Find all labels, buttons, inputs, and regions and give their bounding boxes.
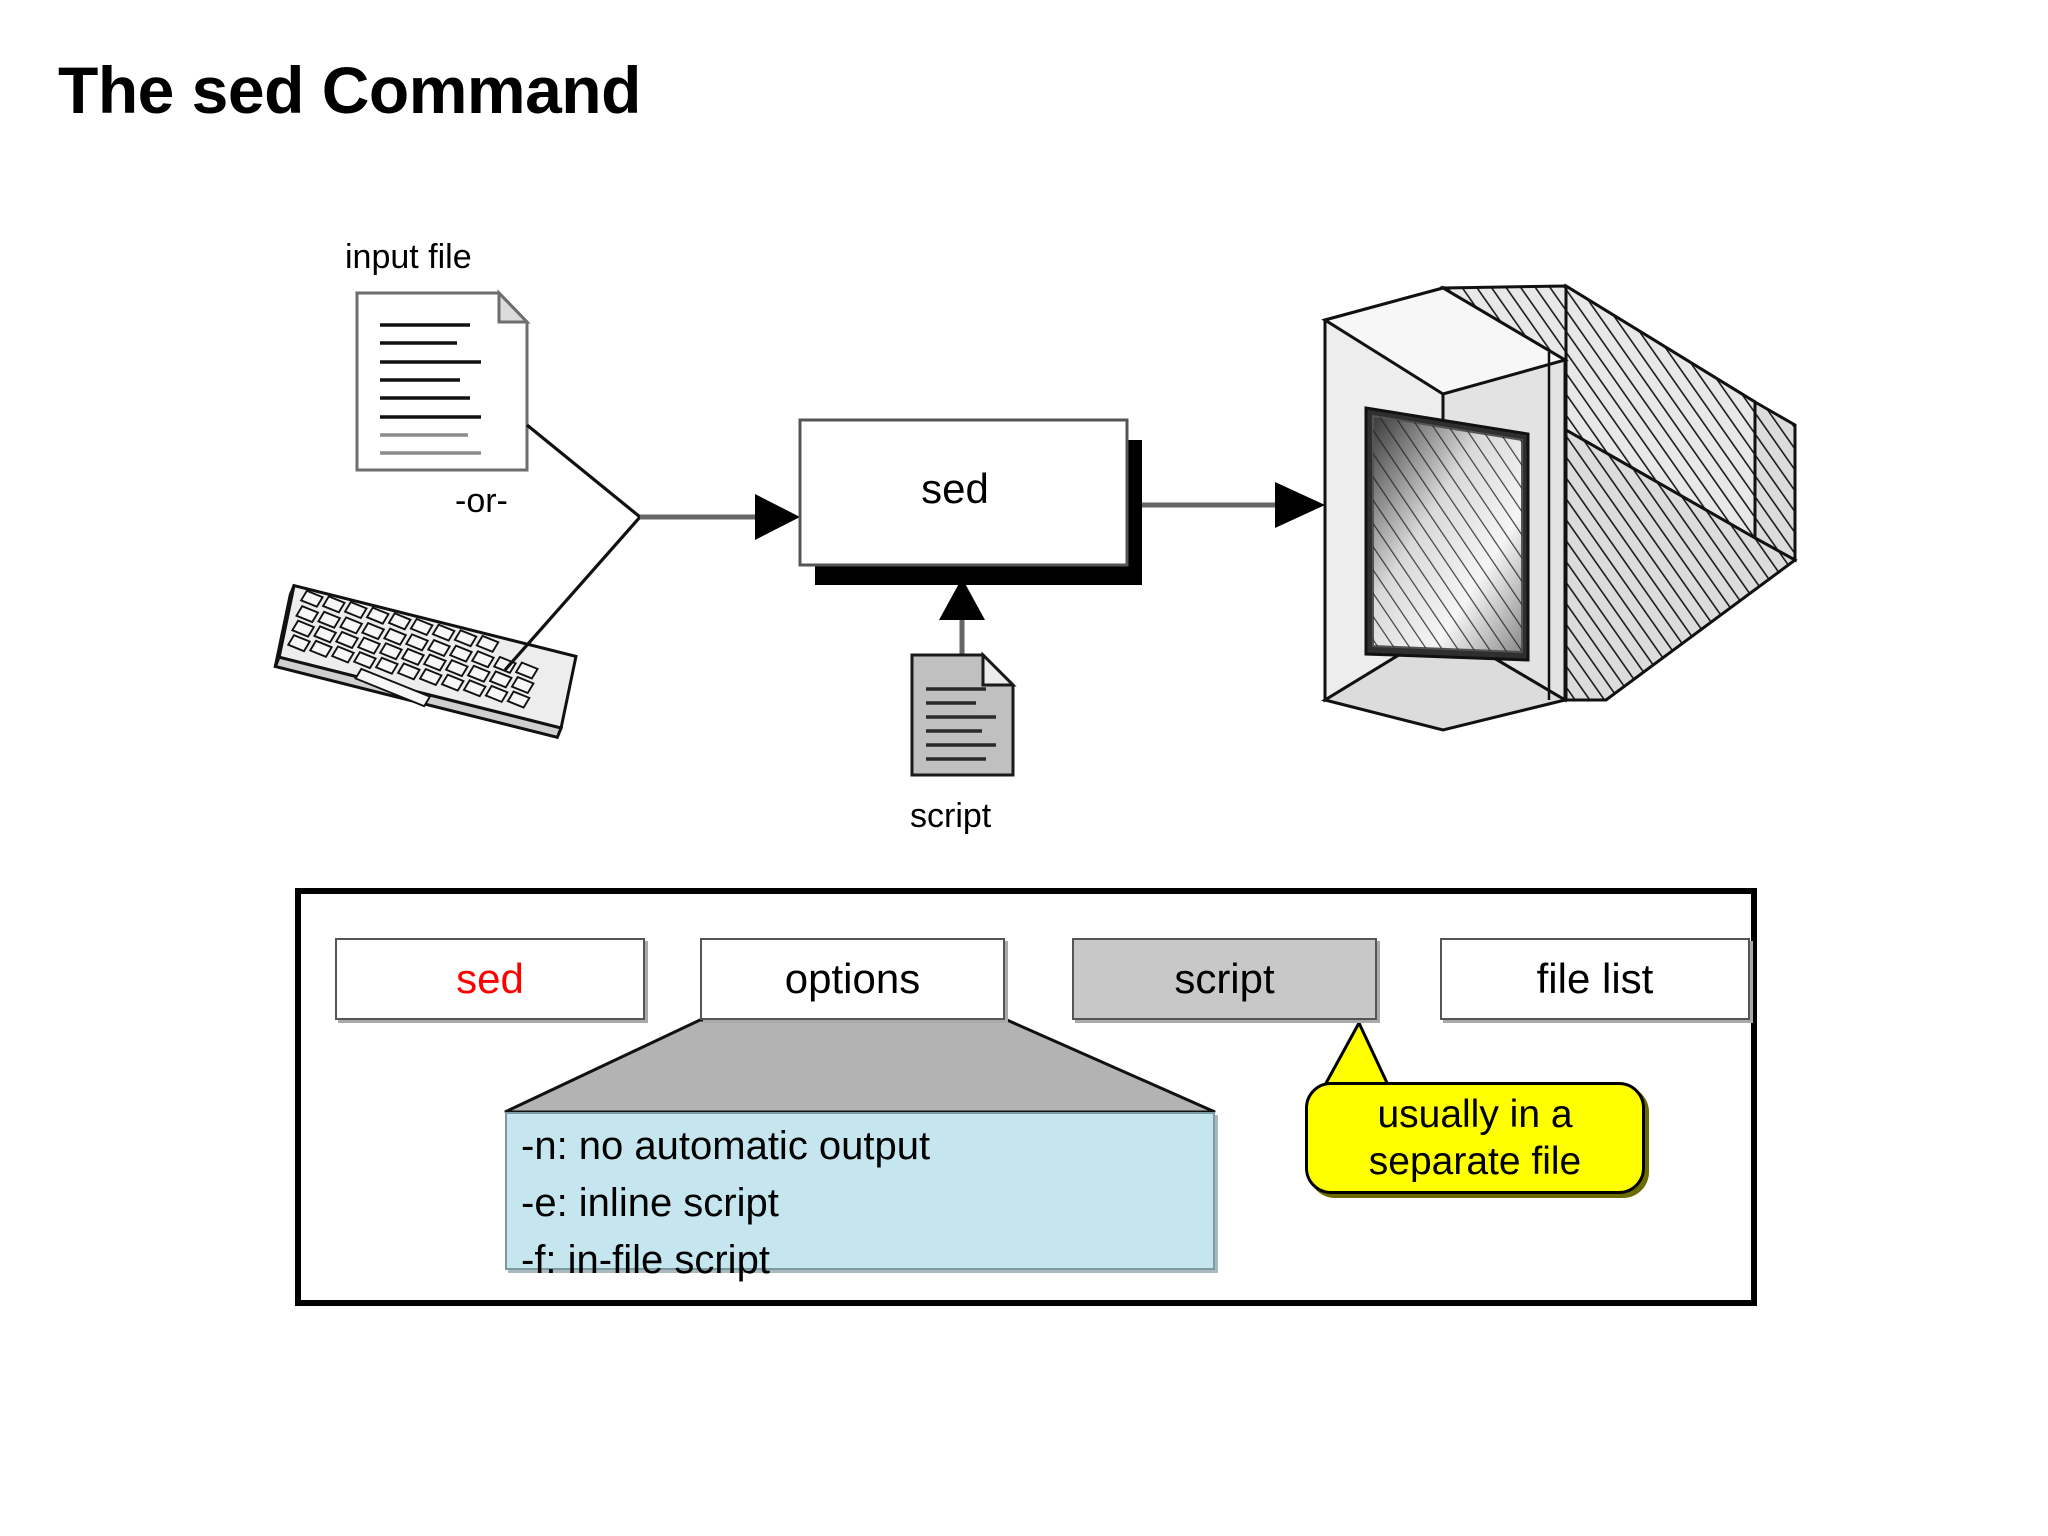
- option-line-e: -e: inline script: [521, 1181, 779, 1225]
- syntax-box-options-label: options: [784, 955, 921, 1002]
- script-file-icon: [910, 651, 1017, 777]
- input-file-icon: [355, 289, 531, 472]
- option-line-f: -f: in-file script: [521, 1238, 770, 1282]
- page-title: The sed Command: [58, 53, 641, 127]
- syntax-box-sed-label: sed: [456, 955, 524, 1002]
- syntax-box-script-label: script: [1174, 955, 1275, 1002]
- sed-box-label: sed: [921, 465, 989, 512]
- options-detail-box: -n: no automatic output -e: inline scrip…: [505, 1112, 1215, 1282]
- sed-to-monitor-arrow: [1142, 482, 1325, 528]
- syntax-box-file-list-label: file list: [1536, 955, 1654, 1002]
- syntax-box-script[interactable]: script: [1072, 938, 1377, 1020]
- input-file-label: input file: [345, 238, 472, 276]
- syntax-box-sed[interactable]: sed: [335, 938, 645, 1020]
- callout-line-1: usually in a: [1377, 1093, 1573, 1136]
- keyboard-icon: [273, 583, 578, 740]
- or-label: -or-: [455, 482, 508, 520]
- script-to-sed-arrow: [939, 578, 985, 680]
- option-line-n: -n: no automatic output: [521, 1124, 931, 1168]
- script-callout: usually in a separate file: [1305, 1082, 1645, 1194]
- callout-line-2: separate file: [1368, 1140, 1582, 1183]
- script-file-label: script: [910, 797, 992, 835]
- crt-monitor-icon: [1321, 283, 1798, 732]
- syntax-box-file-list[interactable]: file list: [1440, 938, 1750, 1020]
- input-to-sed-arrow: [503, 423, 800, 672]
- syntax-box-options[interactable]: options: [700, 938, 1005, 1020]
